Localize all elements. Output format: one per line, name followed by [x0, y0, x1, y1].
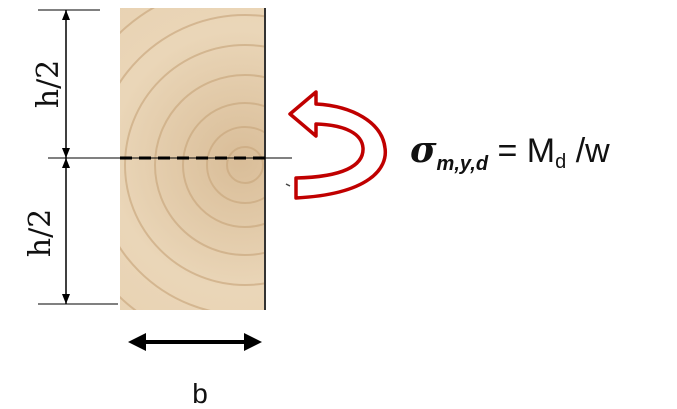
- width-dimension-arrow: [128, 333, 262, 351]
- height-dimension: [38, 9, 118, 305]
- wood-grain-rings: [120, 8, 265, 310]
- bending-stress-formula: σm,y,d = Md /w: [410, 129, 610, 174]
- tick-mark: [285, 183, 291, 187]
- width-label: b: [192, 378, 208, 409]
- half-height-label-top: h/2: [31, 60, 66, 109]
- divide-sign: /: [566, 132, 586, 170]
- moment-symbol: M: [526, 132, 556, 170]
- equals-sign: =: [488, 132, 527, 170]
- section-modulus-symbol: w: [585, 132, 610, 170]
- sigma-symbol: σ: [410, 129, 437, 171]
- bending-moment-arrow: [288, 90, 388, 200]
- beam-cross-section: [120, 8, 266, 310]
- moment-subscript: d: [555, 151, 567, 173]
- half-height-label-bottom: h/2: [23, 209, 58, 258]
- sigma-subscript: m,y,d: [436, 153, 489, 175]
